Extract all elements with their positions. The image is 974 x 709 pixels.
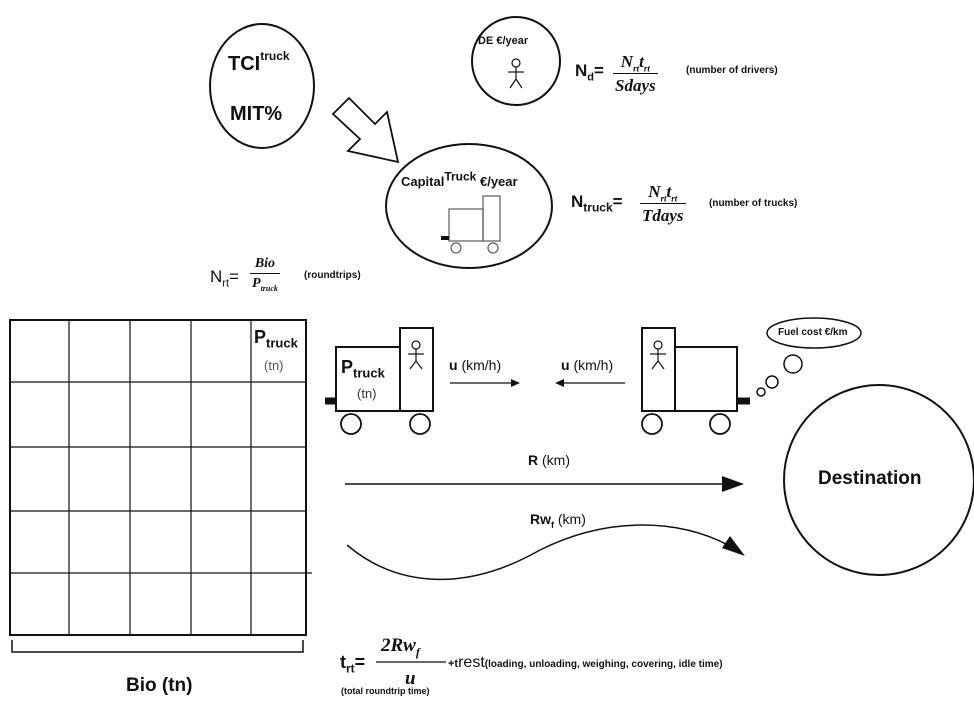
left-truck-driver — [408, 341, 424, 369]
trt-eq: = — [355, 652, 366, 672]
trt-num: 2Rwf — [381, 636, 420, 655]
trt-rest: +trest(loading, unloading, weighing, cov… — [448, 655, 723, 671]
grid-ptruck-label: Ptruck — [254, 328, 298, 346]
arrow-right-small — [450, 379, 520, 387]
capital-text: Capital — [401, 174, 444, 189]
thought-dot-large — [784, 355, 802, 373]
tci-text: TCI — [228, 53, 260, 75]
nd-den: Sdays — [613, 74, 658, 96]
tci-ellipse — [210, 24, 314, 148]
rw-unit: (km) — [554, 511, 586, 527]
ntruck-fraction: Nrttrt Tdays — [640, 182, 686, 226]
thought-dot-medium — [766, 376, 778, 388]
grid-tn-label: (tn) — [264, 359, 284, 372]
nd-num-n: N — [621, 52, 633, 71]
trt-lhs: trt= — [340, 653, 365, 671]
nrt-lhs-sub: rt — [222, 277, 229, 289]
arrow-left-small — [555, 379, 625, 387]
grid-p-sub: truck — [266, 336, 298, 351]
nd-lhs-sub: d — [587, 71, 594, 83]
capital-truck-icon — [441, 196, 500, 253]
trt-lhs-sub: rt — [346, 662, 355, 676]
truck-tn-label: (tn) — [357, 387, 377, 400]
nrt-num: Bio — [253, 256, 277, 273]
tci-label: TCItruck — [228, 54, 290, 74]
nrt-den: P — [252, 276, 261, 291]
rw-curved-arrow — [347, 525, 745, 579]
u-left-unit: (km/h) — [570, 357, 614, 373]
ntruck-lhs: Ntruck= — [571, 193, 623, 210]
nrt-lhs: Nrt= — [210, 268, 239, 285]
tci-sup: truck — [260, 49, 289, 63]
nrt-fraction: Bio Ptruck — [250, 256, 280, 292]
left-truck — [325, 328, 433, 434]
trt-rest-text: rest — [458, 654, 485, 671]
block-arrow — [333, 98, 398, 162]
capital-ellipse — [386, 144, 552, 268]
right-truck-driver — [650, 341, 666, 369]
u-right-text: u — [449, 357, 458, 373]
truck-p-text: P — [341, 357, 353, 377]
trt-plus: +t — [448, 658, 458, 670]
ntruck-note: (number of trucks) — [709, 199, 797, 209]
nrt-lhs-text: N — [210, 267, 222, 286]
nd-lhs-text: N — [575, 61, 587, 80]
capital-unit: €/year — [476, 174, 517, 189]
u-right-label: u (km/h) — [449, 358, 501, 372]
nd-lhs: Nd= — [575, 62, 604, 79]
r-label: R (km) — [528, 453, 570, 467]
nd-num-t-sub: rt — [644, 63, 650, 73]
driver-stick-figure — [508, 59, 524, 88]
r-straight-arrow — [345, 476, 744, 492]
grid-p-text: P — [254, 327, 266, 347]
u-right-unit: (km/h) — [458, 357, 502, 373]
rw-label: Rwf (km) — [530, 512, 586, 526]
ntruck-lhs-text: N — [571, 192, 583, 211]
right-truck — [642, 328, 750, 434]
trt-num-sub: f — [416, 645, 420, 659]
destination-label: Destination — [818, 469, 921, 488]
r-unit: (km) — [538, 452, 570, 468]
mit-label: MIT% — [230, 104, 282, 124]
r-text: R — [528, 452, 538, 468]
driver-ellipse — [472, 17, 560, 105]
ntruck-num-n: N — [648, 182, 660, 201]
rw-text: Rw — [530, 511, 551, 527]
nd-fraction: Nrttrt Sdays — [613, 52, 658, 96]
de-label: DE €/year — [478, 36, 528, 47]
nrt-note: (roundtrips) — [304, 271, 361, 281]
capital-label: CapitalTruck €/year — [401, 175, 518, 188]
ntruck-den: Tdays — [640, 204, 686, 226]
u-left-label: u (km/h) — [561, 358, 613, 372]
bio-label: Bio (tn) — [126, 676, 192, 695]
total-roundtrip-note: (total roundtrip time) — [341, 687, 430, 696]
nd-note: (number of drivers) — [686, 66, 778, 76]
fuel-cost-label: Fuel cost €/km — [778, 328, 847, 338]
nrt-den-sub: truck — [261, 284, 278, 293]
capital-sup: Truck — [444, 170, 476, 184]
truck-p-sub: truck — [353, 366, 385, 381]
trt-num-text: 2Rw — [381, 635, 416, 656]
u-left-text: u — [561, 357, 570, 373]
trt-note: (loading, unloading, weighing, covering,… — [485, 659, 723, 670]
ntruck-lhs-sub: truck — [583, 200, 612, 214]
bio-bracket — [12, 640, 303, 652]
thought-dot-small — [757, 388, 765, 396]
truck-ptruck-label: Ptruck — [341, 358, 385, 376]
ntruck-num-t-sub: rt — [671, 193, 677, 203]
